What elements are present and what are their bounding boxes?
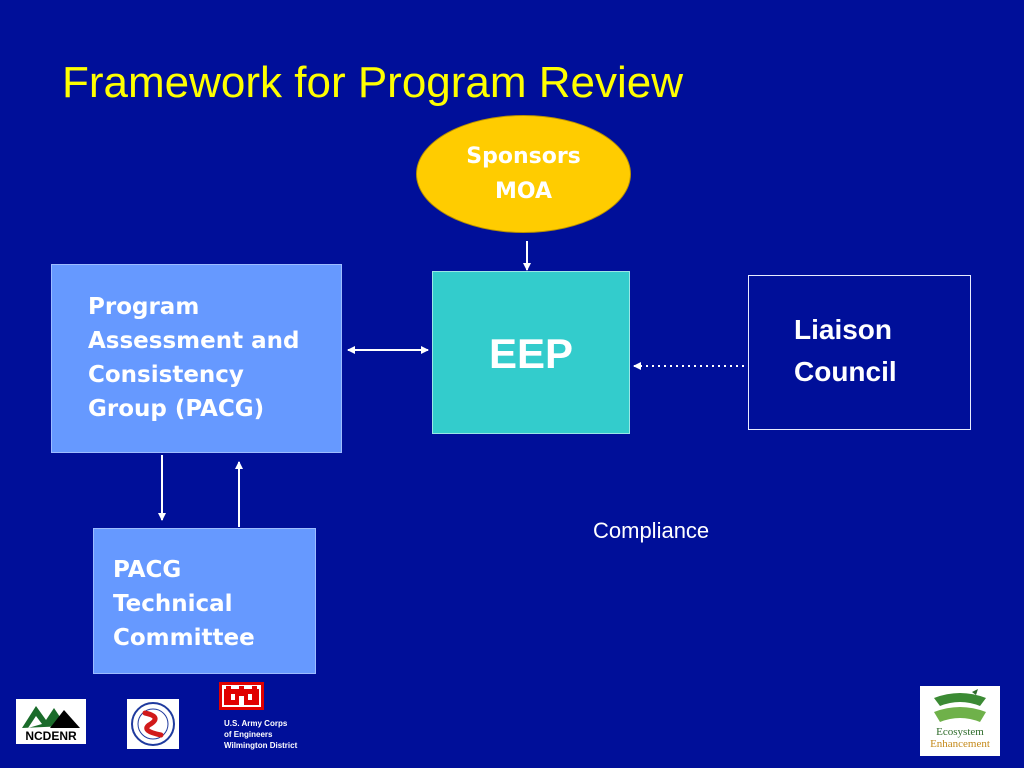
usace-castle-logo xyxy=(219,682,264,710)
usace-logo-text: U.S. Army Corps of Engineers Wilmington … xyxy=(224,719,298,750)
ecosystem-leaf-icon xyxy=(934,689,986,722)
pacg-label: Program Assessment and Consistency Group… xyxy=(88,294,300,422)
pacg-technical-committee-node xyxy=(93,528,316,674)
ncdenr-emblem-icon xyxy=(22,706,80,728)
sponsors-moa-label: Sponsors MOA xyxy=(466,144,581,204)
slide-title: Framework for Program Review xyxy=(62,58,684,107)
sponsors-moa-node: Sponsors MOA xyxy=(416,115,631,233)
liaison-council-node xyxy=(748,275,971,430)
ecosystem-enhancement-logo: Ecosystem Enhancement xyxy=(920,686,1000,756)
enhancement-logo-text: Enhancement xyxy=(930,738,990,750)
eep-node xyxy=(432,271,630,434)
ncdot-seal-icon xyxy=(131,702,175,746)
eep-label: EEP xyxy=(488,330,574,377)
ecosystem-logo-text: Ecosystem xyxy=(936,726,984,738)
pacg-node xyxy=(51,264,342,453)
compliance-annotation: Compliance xyxy=(593,518,710,543)
castle-icon xyxy=(224,686,259,705)
ncdenr-logo: NCDENR xyxy=(16,699,86,744)
ncdot-seal-logo xyxy=(127,699,179,749)
liaison-council-label: Liaison Council xyxy=(794,314,897,387)
ncdenr-logo-text: NCDENR xyxy=(25,729,77,743)
pacg-technical-committee-label: PACG Technical Committee xyxy=(113,557,255,651)
